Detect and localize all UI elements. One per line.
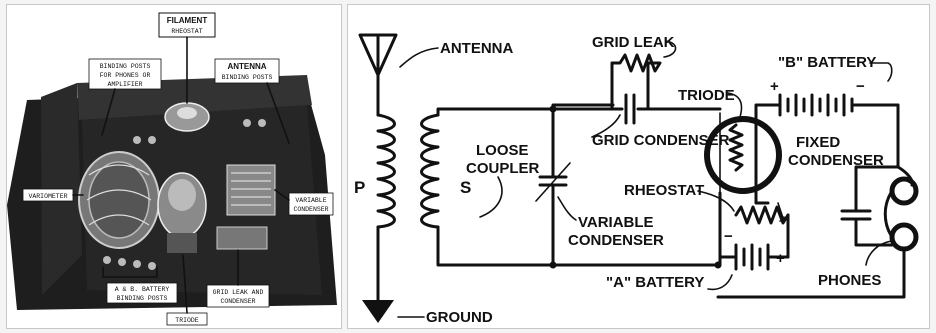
svg-text:CONDENSER: CONDENSER	[220, 298, 255, 305]
svg-text:P: P	[354, 178, 365, 197]
svg-text:GRID CONDENSER: GRID CONDENSER	[592, 132, 730, 149]
variometer-coil	[78, 151, 160, 249]
svg-text:RHEOSTAT: RHEOSTAT	[624, 182, 704, 199]
svg-text:FOR PHONES OR: FOR PHONES OR	[100, 72, 151, 79]
svg-text:VARIABLE: VARIABLE	[295, 197, 326, 204]
schematic-panel: ANTENNA P GROUND S LOOSE COUPLER VARIABL…	[347, 4, 930, 329]
antenna-symbol: ANTENNA	[358, 33, 513, 117]
label-battery-binding-posts: A & B. BATTERY BINDING POSTS	[102, 266, 178, 304]
svg-text:COUPLER: COUPLER	[466, 160, 540, 177]
svg-text:−: −	[724, 228, 733, 245]
triode-symbol: TRIODE	[678, 87, 782, 194]
receiver-schematic: ANTENNA P GROUND S LOOSE COUPLER VARIABL…	[354, 33, 919, 326]
label-grid-leak-condenser: GRID LEAK AND CONDENSER	[206, 249, 270, 308]
svg-text:VARIABLE: VARIABLE	[578, 214, 654, 231]
phones-symbol: PHONES	[716, 165, 919, 299]
rheostat-symbol: RHEOSTAT	[624, 182, 790, 225]
grid-leak-symbol: GRID LEAK	[592, 34, 677, 111]
svg-text:ANTENNA: ANTENNA	[440, 40, 513, 57]
svg-text:−: −	[856, 78, 865, 95]
svg-text:VARIOMETER: VARIOMETER	[28, 193, 67, 200]
primary-coil: P	[354, 113, 396, 302]
label-phones-binding-posts: BINDING POSTS FOR PHONES OR AMPLIFIER	[88, 58, 162, 136]
svg-text:"A" BATTERY: "A" BATTERY	[606, 274, 704, 291]
svg-text:CONDENSER: CONDENSER	[788, 152, 884, 169]
label-loose-coupler: LOOSE COUPLER	[466, 142, 540, 218]
svg-text:ANTENNA: ANTENNA	[227, 62, 266, 71]
grid-leak-part	[216, 226, 268, 250]
svg-text:FILAMENT: FILAMENT	[167, 16, 208, 25]
svg-text:A & B. BATTERY: A & B. BATTERY	[115, 286, 170, 293]
svg-text:TRIODE: TRIODE	[175, 317, 199, 324]
variable-condenser-plates	[226, 164, 276, 216]
a-battery-symbol: − + "A" BATTERY	[606, 228, 790, 291]
svg-text:+: +	[776, 250, 785, 267]
b-battery-symbol: + − "B" BATTERY	[766, 54, 900, 117]
svg-text:TRIODE: TRIODE	[678, 87, 735, 104]
label-filament-rheostat: FILAMENT RHEOSTAT	[158, 12, 216, 104]
binding-posts	[103, 119, 266, 270]
svg-text:GROUND: GROUND	[426, 309, 493, 326]
svg-text:BINDING POSTS: BINDING POSTS	[222, 74, 273, 81]
receiver-photo: FILAMENT RHEOSTAT BINDING POSTS FOR PHON…	[7, 12, 337, 326]
svg-text:CONDENSER: CONDENSER	[568, 232, 664, 249]
svg-text:BINDING POSTS: BINDING POSTS	[100, 63, 151, 70]
variable-condenser-symbol: VARIABLE CONDENSER	[535, 107, 664, 267]
ground-symbol: GROUND	[362, 300, 493, 326]
svg-text:S: S	[460, 178, 471, 197]
svg-text:BINDING POSTS: BINDING POSTS	[117, 295, 168, 302]
triode-tube	[157, 172, 207, 253]
svg-text:CONDENSER: CONDENSER	[293, 206, 328, 213]
svg-text:AMPLIFIER: AMPLIFIER	[107, 81, 142, 88]
svg-text:GRID LEAK: GRID LEAK	[592, 34, 675, 51]
fixed-condenser-symbol: FIXED CONDENSER	[788, 134, 900, 247]
filament-rheostat-knob	[164, 102, 210, 132]
label-variometer: VARIOMETER	[22, 188, 84, 202]
svg-text:PHONES: PHONES	[818, 272, 881, 289]
svg-text:+: +	[770, 78, 779, 95]
receiver-photo-panel: FILAMENT RHEOSTAT BINDING POSTS FOR PHON…	[6, 4, 342, 329]
label-antenna-binding-posts: ANTENNA BINDING POSTS	[214, 58, 290, 144]
secondary-coil: S	[420, 113, 471, 229]
svg-text:FIXED: FIXED	[796, 134, 840, 151]
svg-text:RHEOSTAT: RHEOSTAT	[171, 28, 202, 35]
svg-text:GRID LEAK AND: GRID LEAK AND	[213, 289, 264, 296]
svg-text:"B" BATTERY: "B" BATTERY	[778, 54, 876, 71]
svg-text:LOOSE: LOOSE	[476, 142, 529, 159]
label-triode: TRIODE	[166, 254, 208, 326]
label-variable-condenser: VARIABLE CONDENSER	[274, 189, 334, 216]
